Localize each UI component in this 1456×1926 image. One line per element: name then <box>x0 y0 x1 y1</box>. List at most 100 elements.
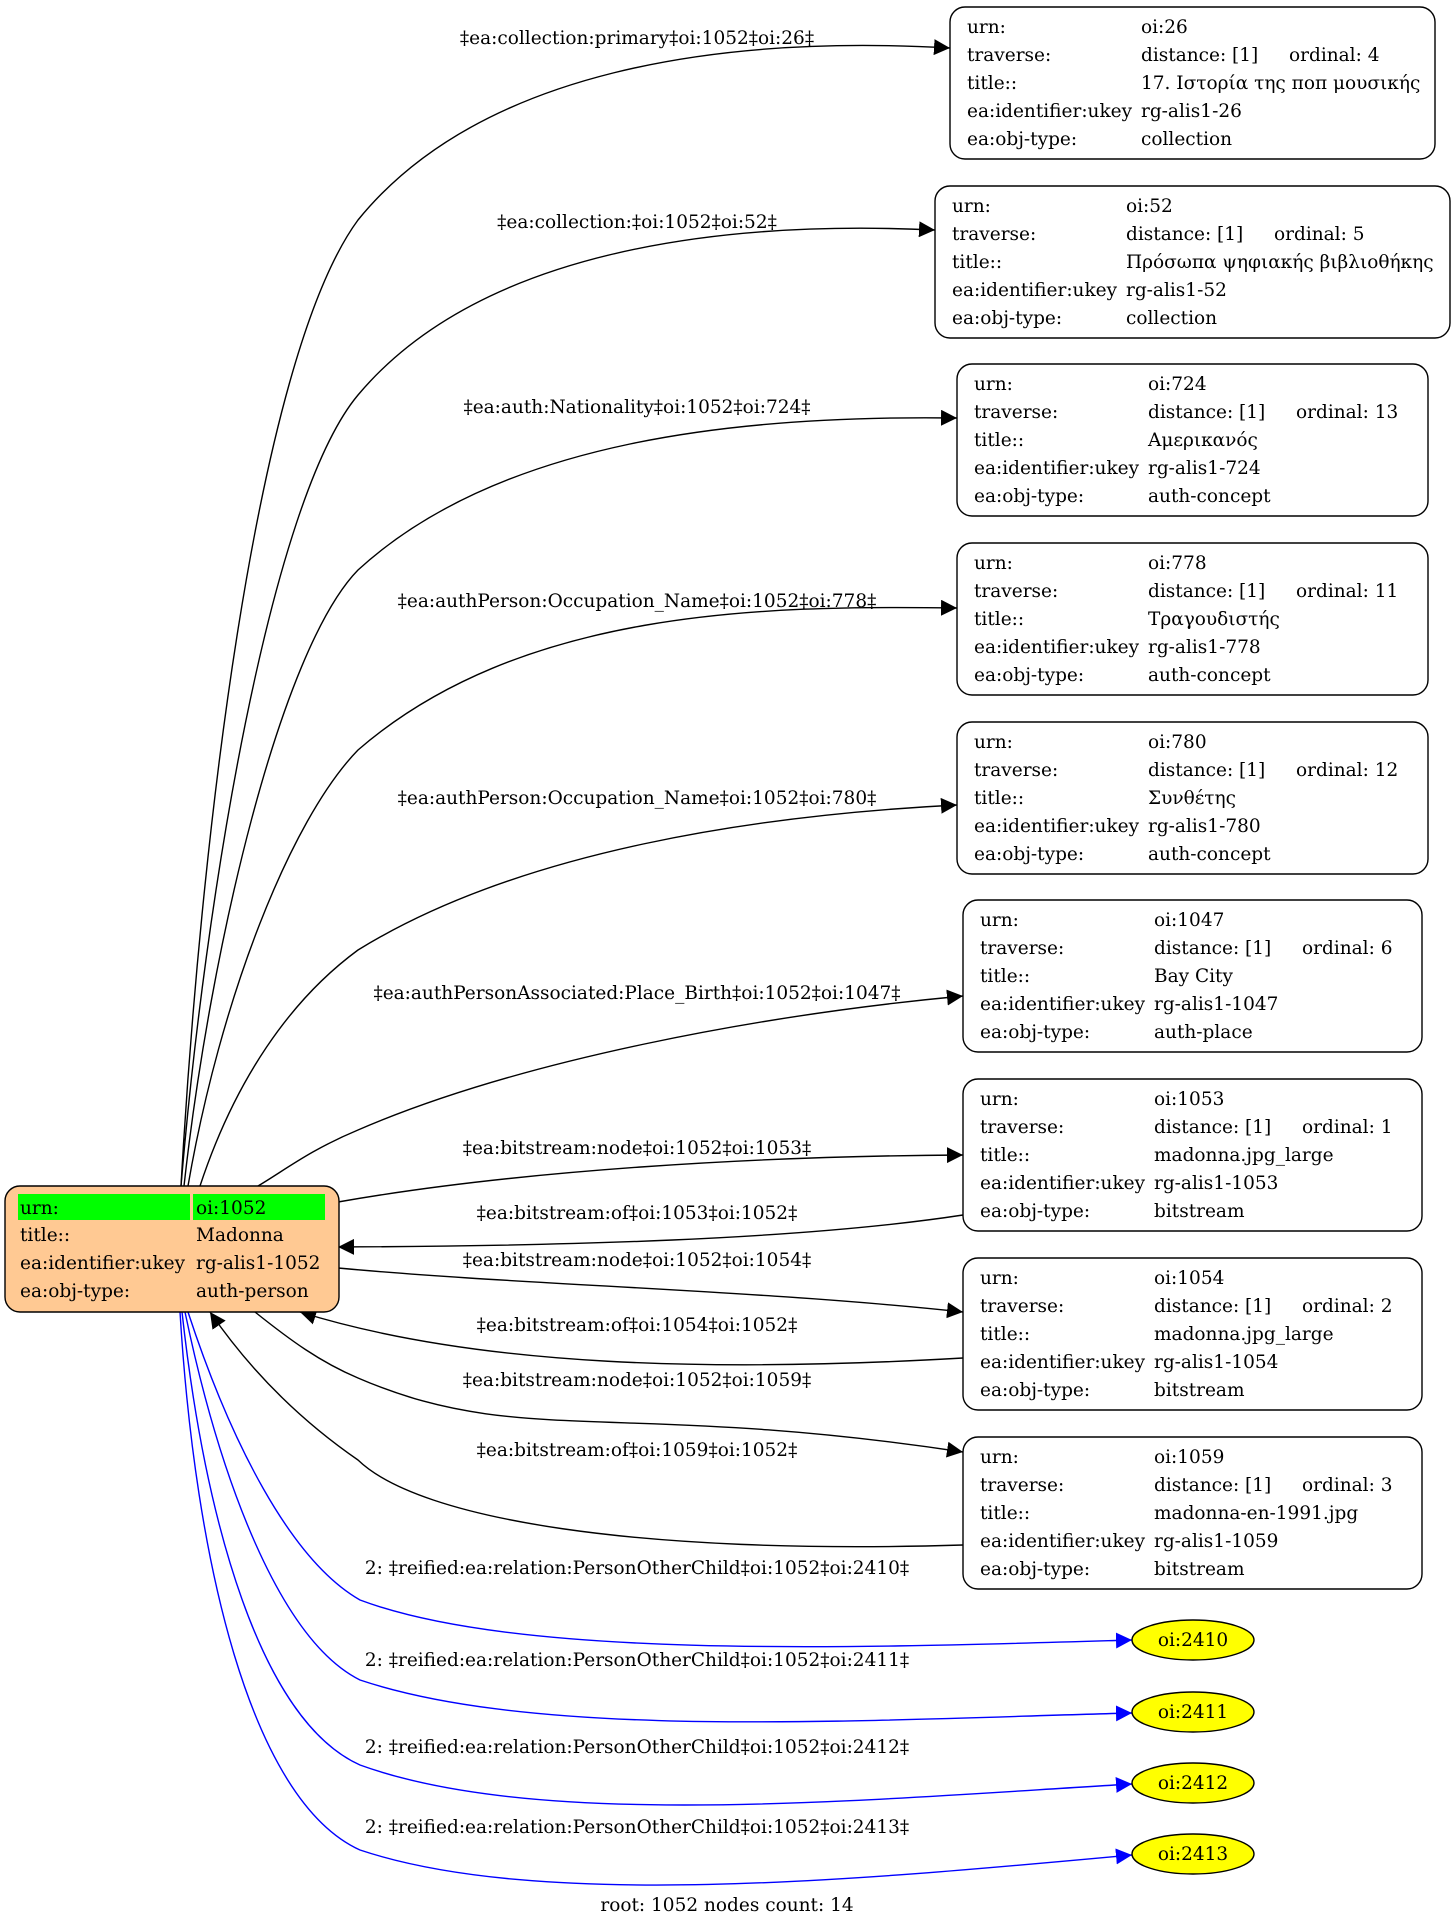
edges-group <box>179 39 1133 1886</box>
record-node-box[interactable] <box>962 1078 1423 1232</box>
record-row-key: title:: <box>980 1503 1030 1524</box>
record-row-key: title:: <box>974 609 1024 630</box>
record-row-value: rg-alis1-1053 <box>1154 1173 1278 1194</box>
record-row-value: auth-concept <box>1148 486 1271 507</box>
record-row-key: traverse: <box>974 402 1058 423</box>
record-row-value: distance: [1] <box>1141 45 1258 66</box>
record-ordinal: ordinal: 6 <box>1302 938 1393 959</box>
record-row-key: traverse: <box>967 45 1051 66</box>
edge-reified-2411 <box>184 1311 1133 1723</box>
record-row-value: distance: [1] <box>1154 1296 1271 1317</box>
record-row-value: rg-alis1-1054 <box>1154 1352 1278 1373</box>
ellipse-node[interactable] <box>1131 1762 1255 1804</box>
ellipse-node[interactable] <box>1131 1833 1255 1875</box>
record-row-key: title:: <box>980 966 1030 987</box>
edge-collection <box>180 221 936 1187</box>
record-row-value: distance: [1] <box>1154 1475 1271 1496</box>
record-row-value: oi:26 <box>1141 17 1188 38</box>
root-node[interactable]: urn: oi:1052 title:: Madonna ea:identifi… <box>4 1185 340 1313</box>
record-row-value: oi:52 <box>1126 196 1173 217</box>
root-row-key: ea:identifier:ukey <box>20 1253 186 1274</box>
edge-label: ‡ea:auth:Nationality‡oi:1052‡oi:724‡ <box>463 397 810 418</box>
record-row-value: auth-concept <box>1148 665 1271 686</box>
record-row-key: traverse: <box>974 581 1058 602</box>
edge-label: ‡ea:authPerson:Occupation_Name‡oi:1052‡o… <box>398 591 877 612</box>
edge-place-birth <box>257 989 964 1187</box>
record-row-key: title:: <box>974 788 1024 809</box>
record-node-box[interactable] <box>949 6 1436 160</box>
record-ordinal: ordinal: 5 <box>1274 224 1365 245</box>
record-row-value: oi:1053 <box>1154 1089 1224 1110</box>
record-row-key: ea:obj-type: <box>967 129 1077 150</box>
record-row-key: ea:identifier:ukey <box>974 816 1140 837</box>
record-row-key: urn: <box>967 17 1006 38</box>
record-node-box[interactable] <box>956 542 1429 696</box>
record-ordinal: ordinal: 3 <box>1302 1475 1393 1496</box>
record-row-value: rg-alis1-724 <box>1148 458 1261 479</box>
record-nodes-group: urn: oi:26 traverse: ordinal: 4 distance: [1… <box>934 6 1451 1590</box>
ellipse-node[interactable] <box>1131 1619 1255 1661</box>
record-row-value: bitstream <box>1154 1559 1245 1580</box>
record-row-value: collection <box>1126 308 1217 329</box>
edge-label: ‡ea:authPerson:Occupation_Name‡oi:1052‡o… <box>398 788 877 809</box>
ellipse-node[interactable] <box>1131 1691 1255 1733</box>
record-ordinal: ordinal: 12 <box>1296 760 1398 781</box>
record-row-value: rg-alis1-780 <box>1148 816 1261 837</box>
record-node-box[interactable] <box>962 899 1423 1053</box>
root-row-value: Madonna <box>196 1225 284 1246</box>
edge-bitstream-of-1053 <box>337 1214 964 1255</box>
record-row-key: urn: <box>974 732 1013 753</box>
record-row-key: ea:obj-type: <box>980 1201 1090 1222</box>
edge-label: 2: ‡reified:ea:relation:PersonOtherChild… <box>365 1650 909 1671</box>
record-ordinal: ordinal: 11 <box>1296 581 1398 602</box>
record-row-value: oi:780 <box>1148 732 1207 753</box>
record-node[interactable]: urn: oi:26 traverse: ordinal: 4 distance: [1… <box>949 6 1436 160</box>
record-ordinal: ordinal: 13 <box>1296 402 1398 423</box>
record-row-value: distance: [1] <box>1148 581 1265 602</box>
edge-bitstream-node-1053 <box>337 1147 964 1203</box>
record-node-box[interactable] <box>956 721 1429 875</box>
record-node-box[interactable] <box>956 363 1429 517</box>
record-row-value: madonna-en-1991.jpg <box>1154 1503 1358 1524</box>
record-row-value: rg-alis1-778 <box>1148 637 1261 658</box>
edge-collection-primary <box>180 39 951 1187</box>
record-row-value: distance: [1] <box>1148 402 1265 423</box>
record-node-box[interactable] <box>962 1436 1423 1590</box>
record-row-key: ea:obj-type: <box>980 1022 1090 1043</box>
record-row-key: ea:obj-type: <box>980 1559 1090 1580</box>
record-row-key: traverse: <box>980 1296 1064 1317</box>
root-row-value: rg-alis1-1052 <box>196 1253 320 1274</box>
record-row-key: traverse: <box>952 224 1036 245</box>
record-row-value: Συνθέτης <box>1148 788 1236 809</box>
record-row-value: rg-alis1-26 <box>1141 101 1242 122</box>
record-row-value: distance: [1] <box>1148 760 1265 781</box>
edge-label: 2: ‡reified:ea:relation:PersonOtherChild… <box>365 1737 909 1758</box>
root-row-key: urn: <box>20 1198 59 1219</box>
record-row-value: oi:724 <box>1148 374 1207 395</box>
record-row-value: rg-alis1-1059 <box>1154 1531 1278 1552</box>
footer-caption: root: 1052 nodes count: 14 <box>600 1895 853 1916</box>
record-row-key: title:: <box>952 252 1002 273</box>
record-row-key: title:: <box>980 1324 1030 1345</box>
record-row-key: traverse: <box>980 1117 1064 1138</box>
record-row-value: distance: [1] <box>1154 938 1271 959</box>
record-node-box[interactable] <box>962 1257 1423 1411</box>
root-row-value: oi:1052 <box>196 1198 266 1219</box>
record-ordinal: ordinal: 4 <box>1289 45 1380 66</box>
edge-occupation-778 <box>187 599 958 1187</box>
root-urn-value-highlight <box>193 1194 325 1220</box>
record-row-key: title:: <box>967 73 1017 94</box>
record-row-value: auth-concept <box>1148 844 1271 865</box>
ellipse-node-label: oi:2412 <box>1158 1773 1228 1794</box>
record-row-key: urn: <box>974 553 1013 574</box>
edge-label: ‡ea:bitstream:node‡oi:1052‡oi:1059‡ <box>463 1370 812 1391</box>
record-node-box[interactable] <box>934 185 1451 339</box>
